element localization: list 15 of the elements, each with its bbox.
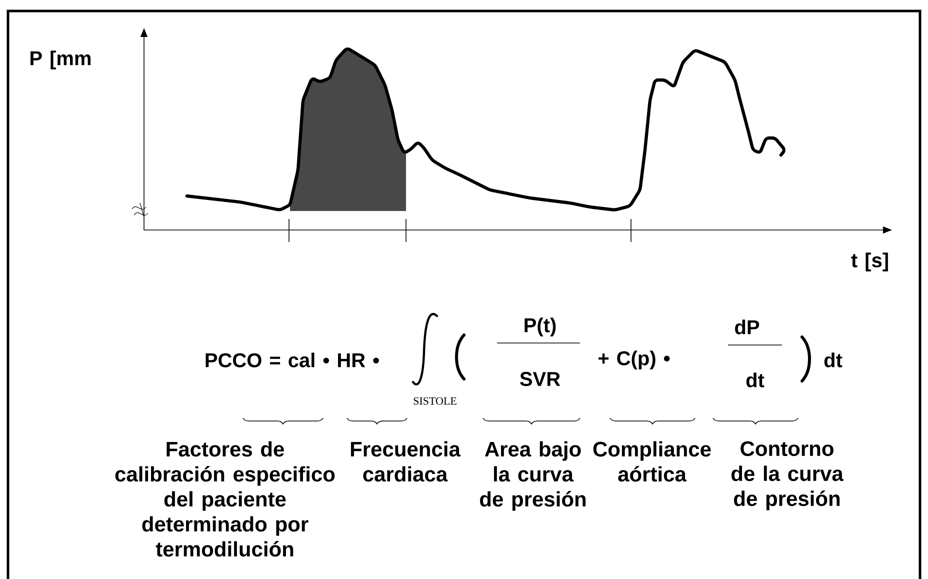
annotation-text: Frecuencia cardiaca: [350, 441, 461, 482]
annotation-text: Area bajo la curva de presión: [480, 441, 586, 511]
axis-label: P [mm: [30, 50, 91, 70]
annotation-text: Factores de calibración especifico del paciente determinado por termodilución: [115, 441, 335, 557]
formula-term: PCCO = cal • HR •: [206, 352, 379, 368]
formula-term: dP: [735, 320, 760, 334]
annotation-text: Compliance aórtica: [593, 441, 711, 482]
annotation-text: Contorno de la curva de presión: [732, 441, 844, 510]
integral-limit: SISTOLE: [414, 397, 456, 405]
formula-term: + C(p) •: [598, 350, 670, 370]
formula-term: P(t): [524, 318, 556, 336]
axis-label: t [s]: [851, 252, 888, 272]
formula-term: dt: [746, 372, 764, 388]
formula-term: dt: [824, 352, 842, 368]
formula-term: SVR: [520, 372, 560, 386]
